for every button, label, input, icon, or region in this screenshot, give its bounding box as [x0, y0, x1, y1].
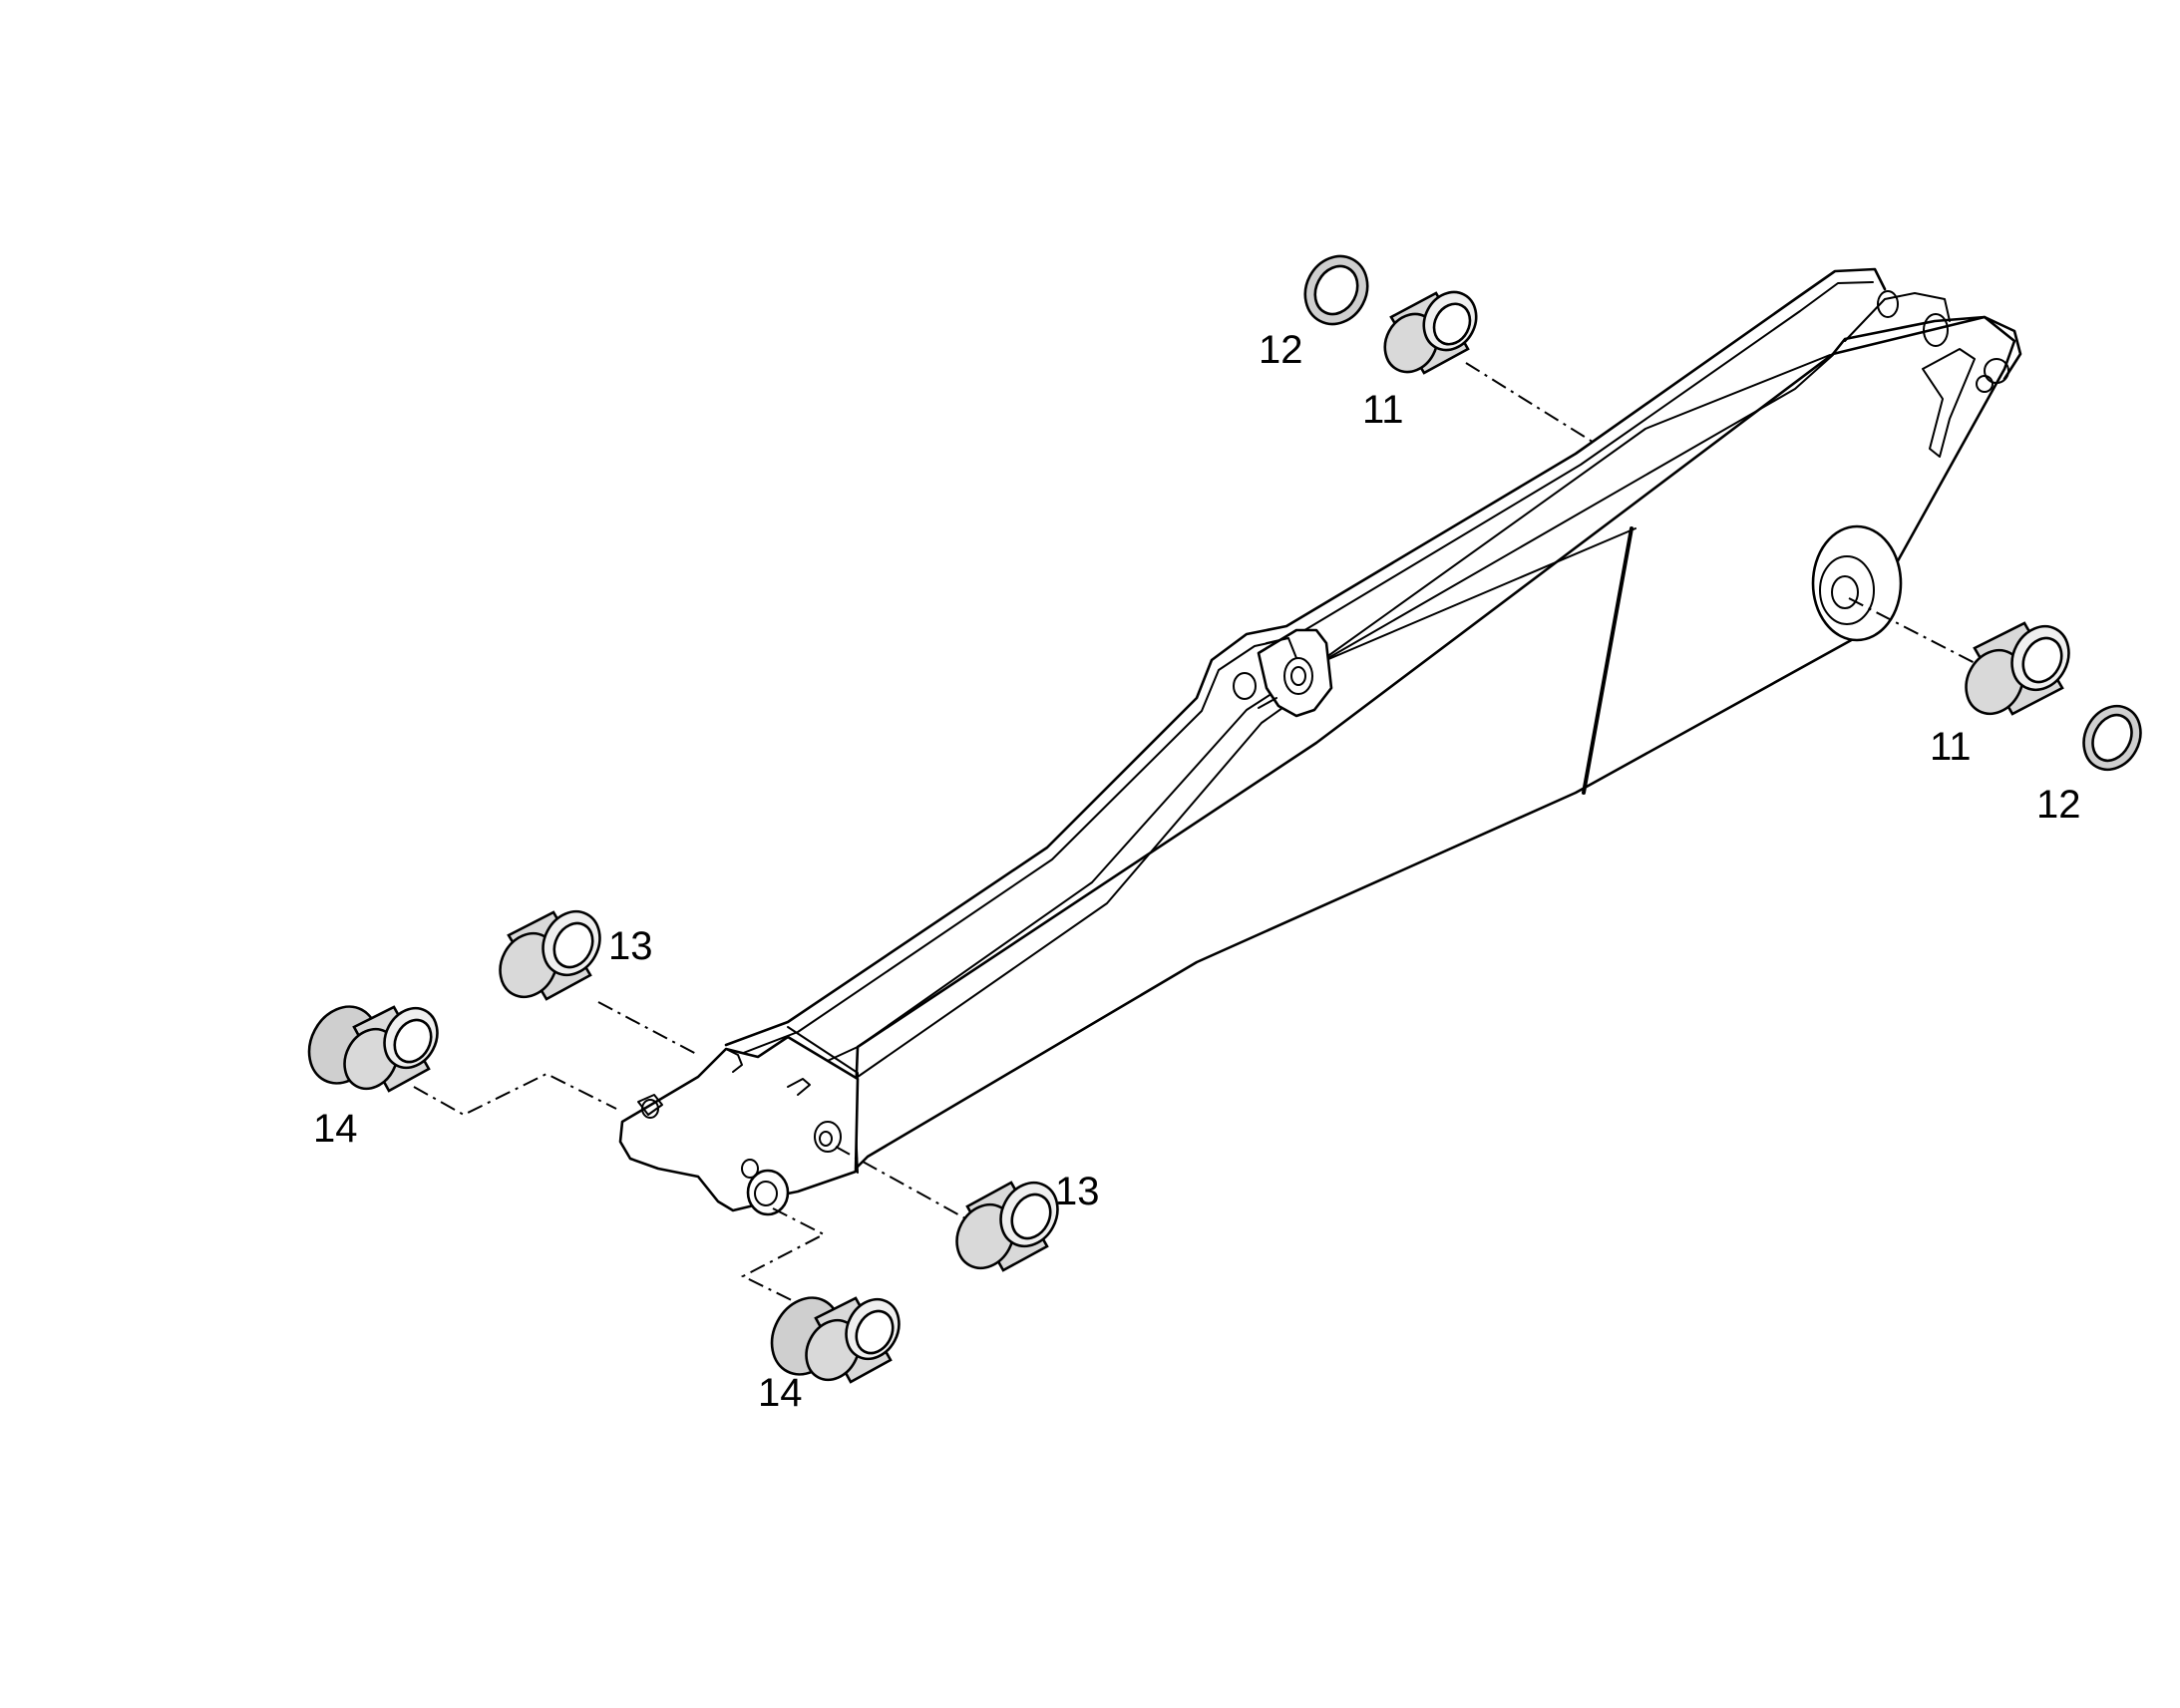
arm-head-pin-hole-small [1976, 375, 1994, 393]
arm-tip-pin-hole [814, 1121, 842, 1153]
arm-tip-pin-hole-inner [819, 1131, 833, 1147]
callout-11-right: 11 [1930, 725, 1972, 769]
arm-main-boss-ring [1819, 555, 1875, 625]
arm-top-flange-inner [732, 281, 1874, 1058]
callout-12-top: 12 [1259, 328, 1303, 372]
callout-labels: 12 11 11 12 13 13 14 14 [313, 328, 2081, 1415]
leader-14-left [413, 1072, 617, 1117]
callout-12-right: 12 [2036, 783, 2081, 827]
arm-tip-boss [746, 1169, 790, 1216]
arm-web-line [792, 354, 1831, 1078]
arm-assembly [618, 267, 2022, 1216]
flanged-bushing-14-bottom [770, 1296, 901, 1384]
arm-tip-boss-hole [754, 1181, 778, 1206]
callout-14-left: 14 [313, 1107, 358, 1151]
arm-tip-front-lug [637, 1094, 663, 1116]
callout-13-upper: 13 [608, 924, 653, 968]
arm-head-cutout [1922, 348, 1976, 458]
arm-tip-small-hole [741, 1159, 759, 1179]
arm-mid-lug-back [1233, 672, 1257, 700]
arm-upper-lug [1844, 292, 1951, 342]
leader-14-bottom [740, 1207, 827, 1309]
flanged-bushing-14-left [307, 1005, 439, 1093]
leader-13-upper [597, 1001, 699, 1056]
arm-tip-lug-upper [725, 1048, 743, 1073]
leader-11-top [1465, 362, 1597, 445]
arm-web-line-lower [857, 697, 1297, 1078]
arm-mid-lug-hole-inner [1290, 666, 1306, 686]
arm-top-flange [724, 267, 1887, 1047]
leader-lines [413, 362, 1986, 1309]
arm-box-end [787, 1026, 859, 1078]
arm-head-pin-hole [1984, 358, 2009, 384]
arm-main-boss-hole [1831, 575, 1859, 609]
leader-13-lower [835, 1146, 966, 1219]
seal-ring-12-top [1303, 254, 1369, 326]
arm-weld-seam [1582, 526, 1634, 795]
seal-ring-12-right [2082, 704, 2142, 772]
arm-mid-lug-bracket [1258, 637, 1297, 709]
arm-mid-lug [1257, 628, 1333, 718]
bushing-13-upper [499, 909, 601, 1001]
bushing-11-right [1965, 621, 2070, 716]
arm-side-plate [851, 315, 2016, 1174]
arm-upper-lug-hole-2 [1877, 290, 1899, 318]
callout-14-bottom: 14 [758, 1371, 803, 1415]
callout-13-lower: 13 [1055, 1170, 1100, 1213]
arm-plate-diagonal-2 [1325, 527, 1636, 661]
arm-mid-lug-hole [1283, 657, 1313, 695]
bushing-13-lower [955, 1181, 1059, 1272]
arm-plate-diagonal [1313, 354, 1834, 667]
leader-11-right [1848, 597, 1986, 669]
callout-11-top: 11 [1362, 388, 1404, 432]
arm-upper-lug-hole [1923, 313, 1949, 347]
arm-head-plate [1831, 315, 2022, 381]
bushing-11-top [1383, 290, 1478, 375]
arm-tip-lug-mid [787, 1078, 811, 1096]
arm-main-boss [1811, 524, 1903, 642]
